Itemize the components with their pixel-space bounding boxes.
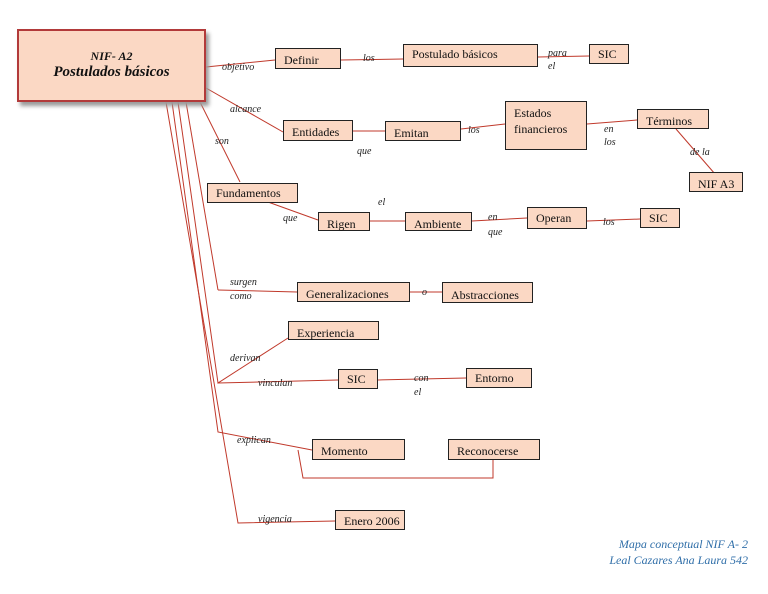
label-en-1: en	[604, 124, 614, 135]
node-nif-a3: NIF A3	[689, 172, 743, 192]
node-postulado-basicos: Postulado básicos	[403, 44, 538, 67]
node-terminos: Términos	[637, 109, 709, 129]
label-que-1: que	[357, 146, 372, 157]
connector	[471, 217, 528, 222]
label-como: como	[230, 291, 252, 302]
label-el-2: el	[378, 197, 386, 208]
node-definir: Definir	[275, 48, 341, 69]
label-el-3: el	[414, 387, 422, 398]
connector	[205, 87, 284, 133]
connector	[171, 101, 313, 451]
connector	[267, 201, 319, 221]
label-que-3: que	[488, 227, 503, 238]
connector	[377, 377, 467, 381]
node-ambiente: Ambiente	[405, 212, 472, 231]
label-explican: explican	[237, 435, 271, 446]
label-o: o	[422, 287, 427, 298]
label-son: son	[215, 136, 229, 147]
main-title: Postulados básicos	[53, 64, 170, 80]
footer-title: Mapa conceptual NIF A- 2	[618, 537, 748, 551]
label-alcance: alcance	[230, 104, 262, 115]
node-emitan: Emitan	[385, 121, 461, 141]
node-experiencia: Experiencia	[288, 321, 379, 340]
footer-author: Leal Cazares Ana Laura 542	[609, 553, 748, 567]
node-sic-3: SIC	[338, 369, 378, 389]
label-en-2: en	[488, 212, 498, 223]
estados-line-2: financieros	[514, 122, 568, 136]
node-reconocerse: Reconocerse	[448, 439, 540, 460]
node-momento: Momento	[312, 439, 405, 460]
connector	[537, 55, 590, 58]
label-con: con	[414, 373, 429, 384]
connector	[185, 101, 219, 291]
label-objetivo: objetivo	[222, 62, 255, 73]
connector	[205, 59, 276, 68]
main-code: NIF- A2	[90, 49, 133, 63]
label-surgen: surgen	[230, 277, 257, 288]
node-sic-2: SIC	[640, 208, 680, 228]
connector	[340, 58, 404, 61]
label-derivan: derivan	[230, 353, 261, 364]
label-vigencia: vigencia	[258, 514, 292, 525]
connector	[165, 101, 336, 524]
node-estados-financieros: Estados financieros	[505, 101, 587, 150]
node-enero-2006: Enero 2006	[335, 510, 405, 530]
node-generalizaciones: Generalizaciones	[297, 282, 410, 302]
connector	[199, 101, 241, 183]
label-el-1: el	[548, 61, 556, 72]
estados-line-1: Estados	[514, 106, 552, 120]
node-fundamentos: Fundamentos	[207, 183, 298, 203]
main-concept: NIF- A2 Postulados básicos	[17, 29, 206, 102]
node-abstracciones: Abstracciones	[442, 282, 533, 303]
label-para: para	[548, 48, 567, 59]
connector	[675, 128, 716, 175]
connector	[460, 123, 506, 130]
connector	[297, 449, 494, 479]
label-de-la: de la	[690, 147, 710, 158]
label-los-1: los	[363, 53, 375, 64]
node-sic-1: SIC	[589, 44, 629, 64]
label-los-en: los	[604, 137, 616, 148]
label-los-2: los	[468, 125, 480, 136]
label-los-3: los	[603, 217, 615, 228]
connector	[586, 119, 638, 125]
connector	[177, 101, 289, 384]
connector	[217, 289, 298, 293]
connector	[217, 379, 339, 384]
label-que-2: que	[283, 213, 298, 224]
node-rigen: Rigen	[318, 212, 370, 231]
node-entidades: Entidades	[283, 120, 353, 141]
node-entorno: Entorno	[466, 368, 532, 388]
node-operan: Operan	[527, 207, 587, 229]
label-vinculan: vinculan	[258, 378, 293, 389]
connector	[586, 218, 641, 222]
